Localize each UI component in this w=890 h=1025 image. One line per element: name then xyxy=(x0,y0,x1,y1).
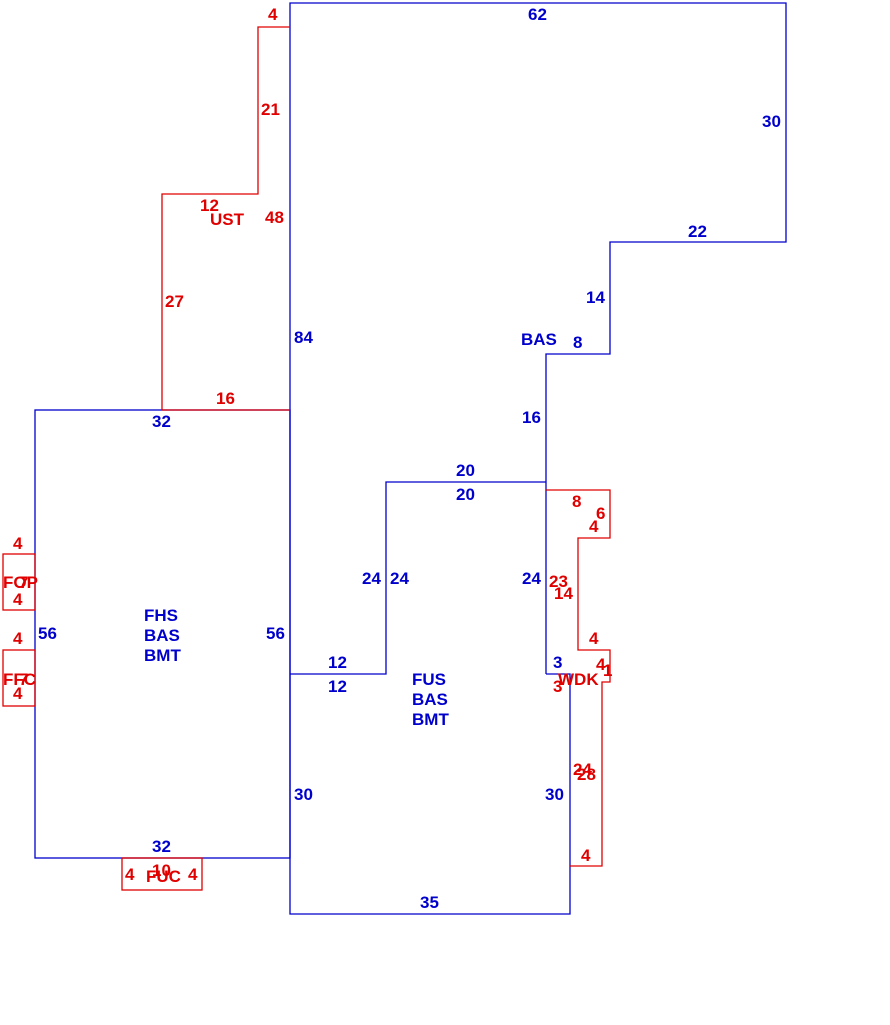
dim-wdk-top: 8 xyxy=(572,492,581,511)
dim-bas-step4: 16 xyxy=(522,408,541,427)
dim-fhs-right: 56 xyxy=(266,624,285,643)
dim-fus-bottom: 35 xyxy=(420,893,439,912)
dim-wdk-notch-a: 4 xyxy=(596,655,606,674)
fbc-label: FUC xyxy=(146,867,181,886)
dim-fbc-right: 4 xyxy=(188,865,198,884)
dim-fus-lower-left: 30 xyxy=(294,785,313,804)
dim-wdk-notch-c: 3 xyxy=(553,677,562,696)
fhs-label-2: BAS xyxy=(144,626,180,645)
ust-outline xyxy=(161,26,290,411)
dim-wdk-right-top: 6 xyxy=(596,504,605,523)
dim-wdk-bottom: 4 xyxy=(581,846,591,865)
dim-fop-side: 7 xyxy=(19,573,28,592)
ffc-label: FFC xyxy=(3,670,36,689)
dim-ffc-side: 7 xyxy=(19,670,28,689)
dim-ust-right-lower: 48 xyxy=(265,208,284,227)
dim-bas-step2: 14 xyxy=(586,288,605,307)
dim-fus-top-inner: 20 xyxy=(456,485,475,504)
fus-label-2: BAS xyxy=(412,690,448,709)
dim-ust-step: 12 xyxy=(200,196,219,215)
dim-bas-top: 62 xyxy=(528,5,547,24)
fus-label-3: BMT xyxy=(412,710,449,729)
dim-ust-bottom: 16 xyxy=(216,389,235,408)
dim-fus-lower-right: 30 xyxy=(545,785,564,804)
dim-fus-left-inner: 24 xyxy=(390,569,409,588)
dim-fop-bottom: 4 xyxy=(13,590,23,609)
dim-fhs-left: 56 xyxy=(38,624,57,643)
dim-wdk-left-a: 23 xyxy=(549,572,568,591)
dim-fhs-top: 32 xyxy=(152,412,171,431)
fbc-outline xyxy=(121,857,203,891)
fus-outline xyxy=(290,481,546,675)
fop-outline xyxy=(2,553,36,611)
fus-label-1: FUS xyxy=(412,670,446,689)
dim-wdk-step2: 4 xyxy=(589,629,599,648)
dim-fus-notch: 3 xyxy=(553,653,562,672)
dim-fbc-left: 4 xyxy=(125,865,135,884)
dim-ust-left: 27 xyxy=(165,292,184,311)
dim-bas-right: 30 xyxy=(762,112,781,131)
dim-wdk-lower-a: 24 xyxy=(573,760,592,779)
wdk-label: WDK xyxy=(558,670,599,689)
dim-bas-left: 84 xyxy=(294,328,313,347)
dim-fus-step-outer: 12 xyxy=(328,653,347,672)
bas-label: BAS xyxy=(521,330,557,349)
fop-label: FOP xyxy=(3,573,38,592)
dim-fus-step-inner: 12 xyxy=(328,677,347,696)
dim-ffc-bottom: 4 xyxy=(13,684,23,703)
dim-fop-top: 4 xyxy=(13,534,23,553)
dim-fbc-top: 10 xyxy=(152,861,171,880)
dim-wdk-notch-b: 1 xyxy=(603,661,612,680)
dim-fhs-bottom: 32 xyxy=(152,837,171,856)
wdk-outline xyxy=(546,489,611,867)
dim-wdk-lower-b: 28 xyxy=(577,765,596,784)
dim-ffc-top: 4 xyxy=(13,629,23,648)
fhs-label-3: BMT xyxy=(144,646,181,665)
fhs-label-1: FHS xyxy=(144,606,178,625)
bas-outline xyxy=(289,2,787,674)
dim-fus-top-outer: 20 xyxy=(456,461,475,480)
dim-wdk-step1: 4 xyxy=(589,517,599,536)
dim-fus-left-outer: 24 xyxy=(362,569,381,588)
dim-fus-right: 24 xyxy=(522,569,541,588)
dim-ust-right-upper: 21 xyxy=(261,100,280,119)
dim-bas-step3: 8 xyxy=(573,333,582,352)
dim-wdk-left-b: 14 xyxy=(554,584,573,603)
dim-bas-step1: 22 xyxy=(688,222,707,241)
ust-label: UST xyxy=(210,210,245,229)
dim-ust-top: 4 xyxy=(268,5,278,24)
ffc-outline xyxy=(2,649,36,707)
